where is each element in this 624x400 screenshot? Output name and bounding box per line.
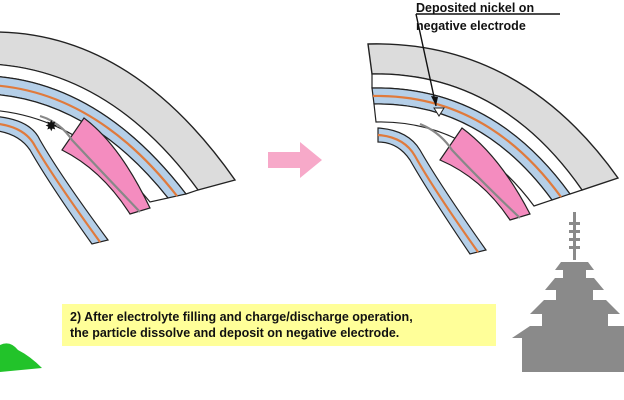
right-arrow-icon <box>268 142 322 178</box>
left-cell-cross-section: ✸ <box>0 31 237 245</box>
annotation-arrowhead <box>431 96 438 106</box>
deposited-nickel-marker <box>433 107 445 117</box>
left-electrode-line-deformed <box>0 123 101 243</box>
right-cell-cross-section <box>367 43 620 255</box>
caption-line-1: 2) After electrolyte filling and charge/… <box>70 310 413 324</box>
right-electrode-line <box>372 94 562 198</box>
caption-line-2: the particle dissolve and deposit on neg… <box>70 326 400 340</box>
right-negative-electrode-deformed <box>377 127 487 255</box>
annotation-line-1: Deposited nickel on <box>416 1 534 15</box>
particle-star-icon: ✸ <box>45 117 58 135</box>
left-positive-electrode <box>61 117 151 215</box>
right-positive-electrode <box>439 127 531 221</box>
annotation-leader-line <box>415 13 560 107</box>
caption-box: 2) After electrolyte filling and charge/… <box>62 304 496 346</box>
right-gray-line <box>419 122 521 219</box>
right-electrode-line-deformed <box>377 133 479 253</box>
green-hill <box>0 343 42 372</box>
pagoda-silhouette <box>512 212 624 372</box>
left-gray-line <box>39 114 141 213</box>
left-electrode-line <box>0 84 178 197</box>
annotation-line-2: negative electrode <box>416 19 526 33</box>
